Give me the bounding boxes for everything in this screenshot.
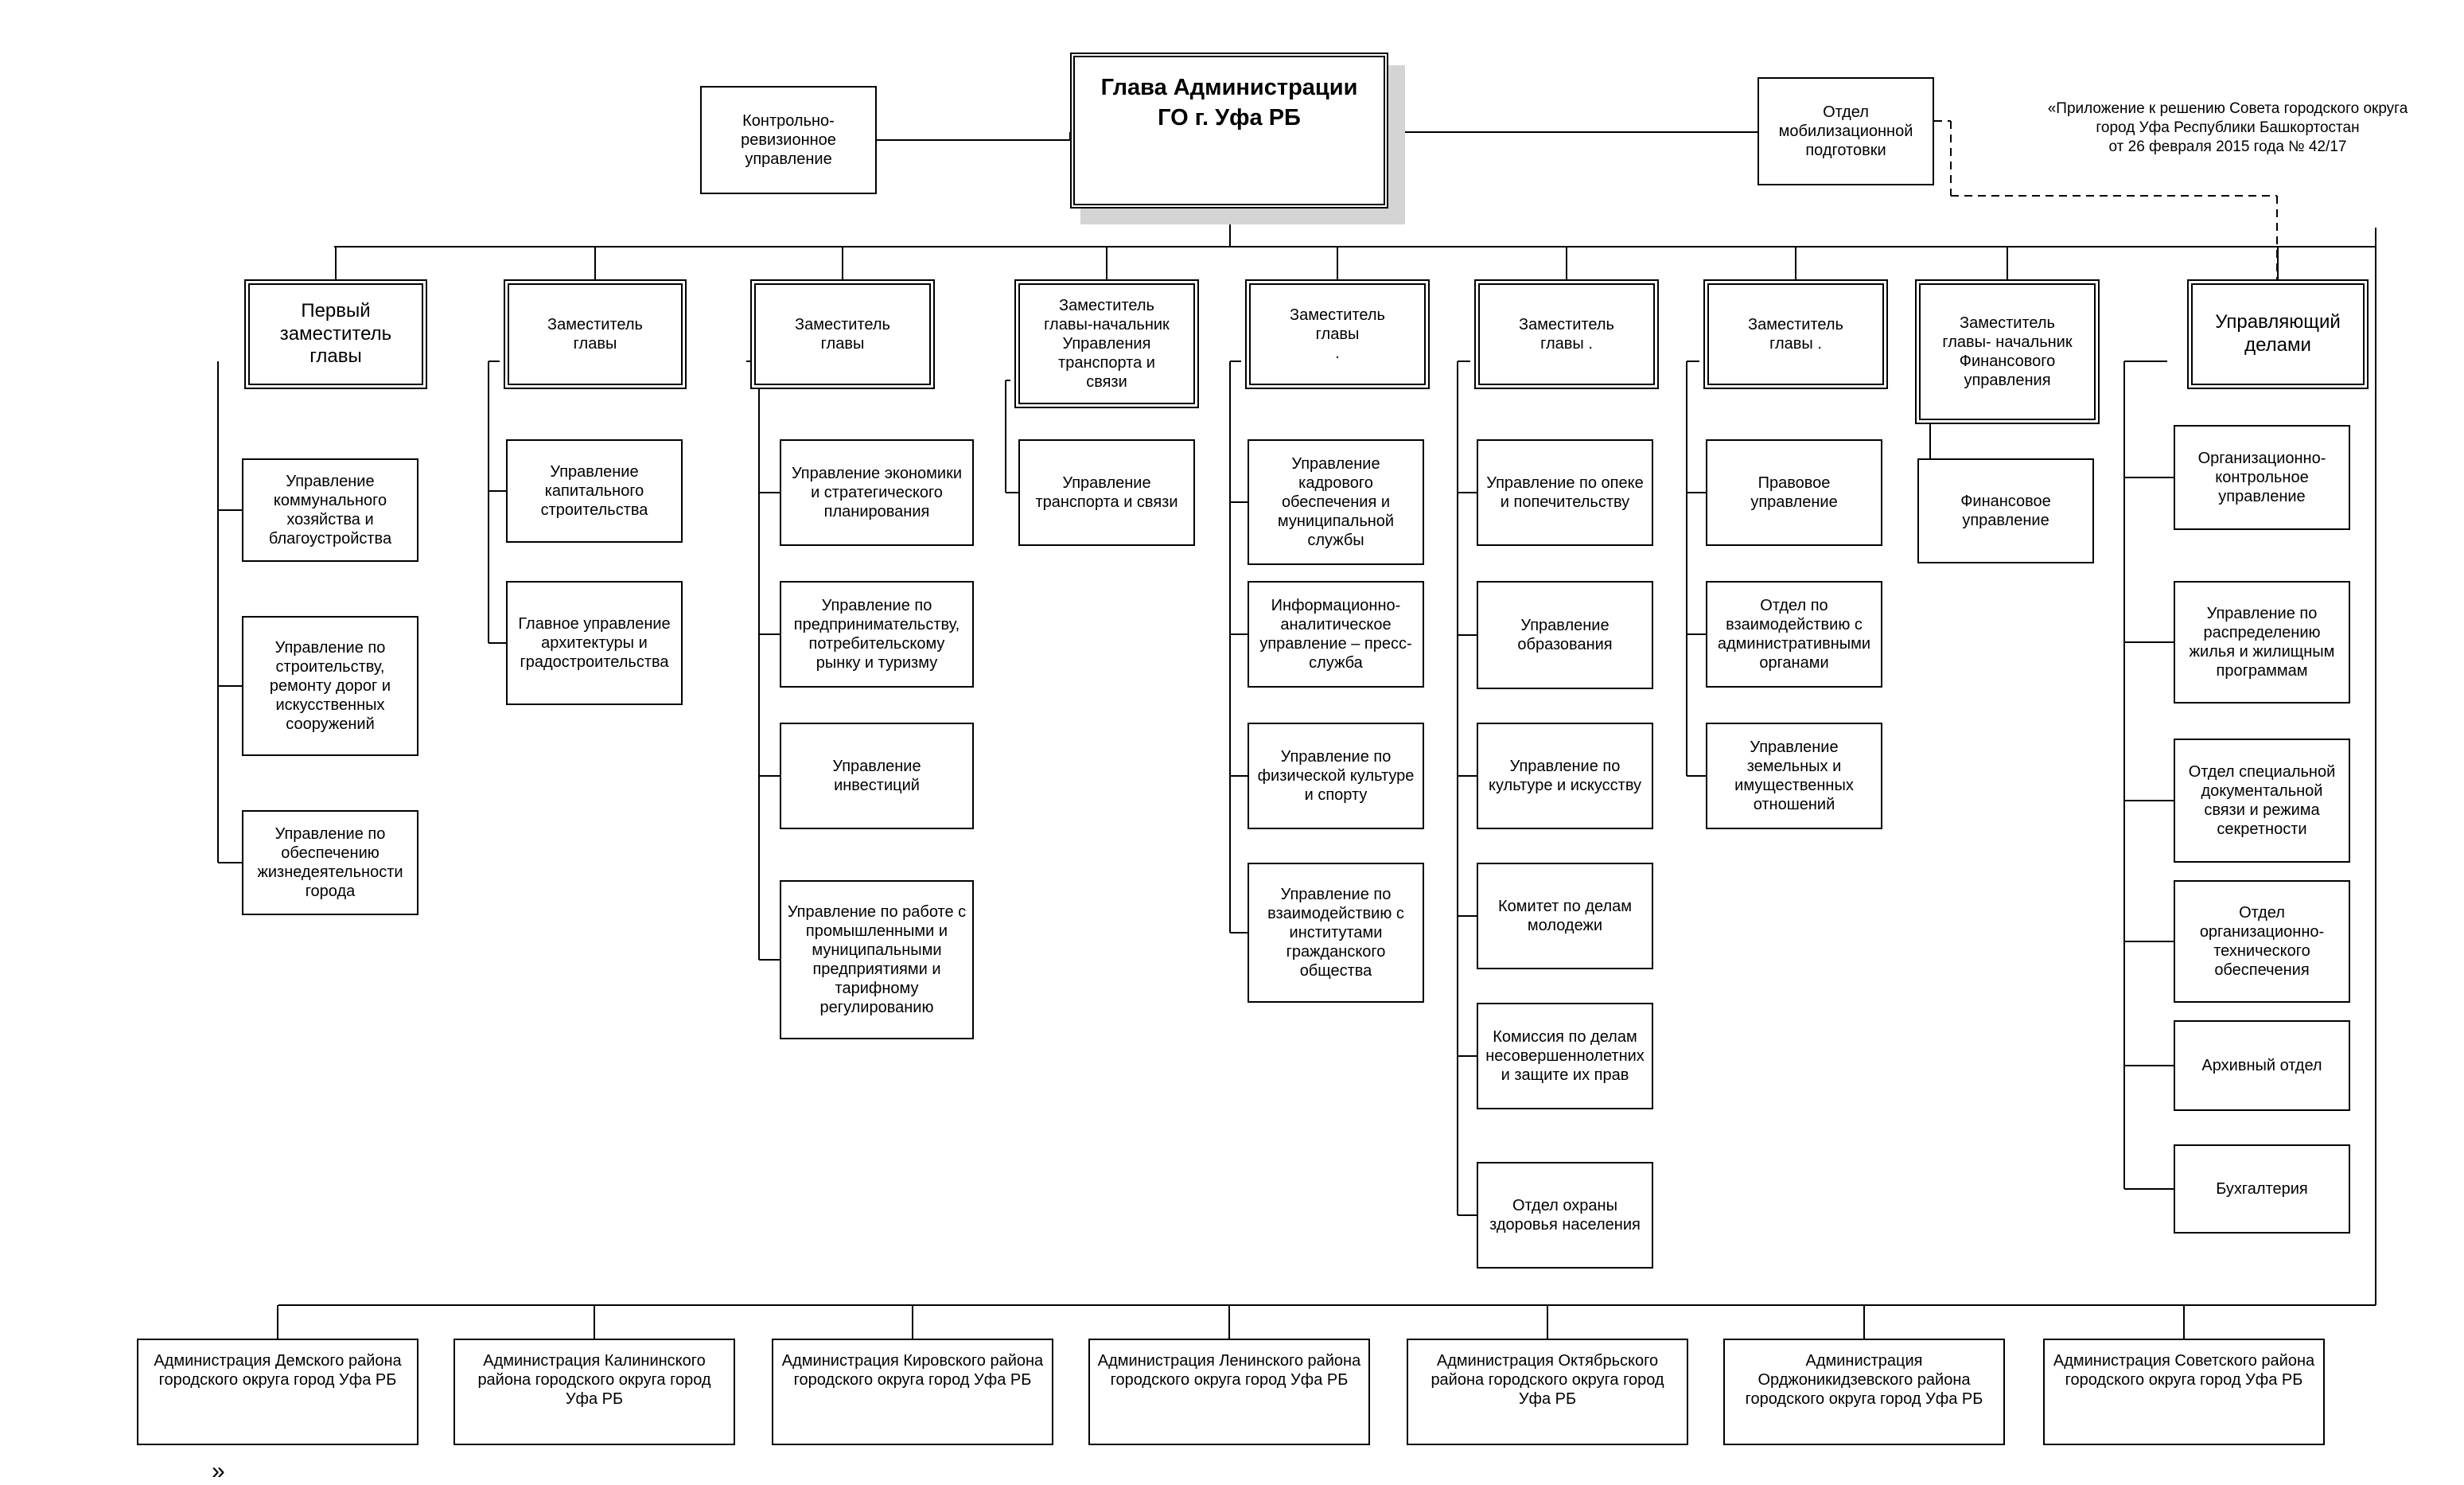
deputy-box: Заместитель главы . [1707,283,1884,385]
deputy-box: Заместитель главы . [1478,283,1655,385]
unit-box: Информационно- аналитическое управление … [1248,581,1424,688]
unit-box: Отдел охраны здоровья населения [1477,1162,1653,1269]
unit-box: Комиссия по делам несовершеннолетних и з… [1477,1003,1653,1109]
deputy-box: Заместитель главы-начальник Управления т… [1018,283,1195,404]
unit-box: Управление по строительству, ремонту дор… [242,616,418,756]
deputy-box: Управляющий делами [2191,283,2365,385]
unit-box: Бухгалтерия [2174,1144,2350,1234]
unit-box: Управление образования [1477,581,1653,689]
unit-box: Комитет по делам молодежи [1477,863,1653,969]
unit-box: Архивный отдел [2174,1020,2350,1111]
district-administration-box: Администрация Кировского района городско… [772,1339,1053,1445]
deputy-box: Заместитель главы [754,283,931,385]
unit-box: Управление по обеспечению жизнедеятельно… [242,810,418,915]
unit-box: Управление по распределению жилья и жили… [2174,581,2350,704]
district-administration-box: Администрация Советского района городско… [2043,1339,2325,1445]
unit-box: Управление по культуре и искусству [1477,723,1653,829]
unit-box: Управление по предпринимательству, потре… [780,581,974,688]
unit-box: Управление земельных и имущественных отн… [1706,723,1882,829]
district-administration-box: Администрация Орджоникидзевского района … [1723,1339,2005,1445]
closing-quote: » [212,1458,225,1484]
appendix-note: «Приложение к решению Совета городского … [2047,100,2408,155]
head-of-administration-box: Глава Администрации ГО г. Уфа РБ [1070,53,1388,209]
unit-box: Управление по взаимодействию с института… [1248,863,1424,1003]
deputy-box: Заместитель главы [508,283,683,385]
district-administration-box: Администрация Калининского района городс… [453,1339,735,1445]
unit-box: Финансовое управление [1917,458,2094,563]
unit-box: Управление капитального строительства [506,439,683,543]
unit-box: Отдел специальной документальной связи и… [2174,739,2350,863]
unit-box: Управление инвестиций [780,723,974,829]
unit-box: Отдел организационно- технического обесп… [2174,880,2350,1003]
unit-box: Правовое управление [1706,439,1882,546]
unit-box: Главное управление архитектуры и градост… [506,581,683,705]
unit-box: Управление по физической культуре и спор… [1248,723,1424,829]
control-audit-department-box: Контрольно- ревизионное управление [700,86,877,194]
deputy-box: Заместитель главы- начальник Финансового… [1919,283,2096,420]
unit-box: Управление экономики и стратегического п… [780,439,974,546]
deputy-box: Первый заместитель главы [248,283,423,385]
district-administration-box: Администрация Ленинского района городско… [1088,1339,1370,1445]
unit-box: Управление по работе с промышленными и м… [780,880,974,1039]
unit-box: Управление транспорта и связи [1018,439,1195,546]
unit-box: Отдел по взаимодействию с административн… [1706,581,1882,688]
district-administration-box: Администрация Октябрьского района городс… [1407,1339,1688,1445]
unit-box: Организационно- контрольное управление [2174,425,2350,530]
mobilization-department-box: Отдел мобилизационной подготовки [1757,77,1934,185]
district-administration-box: Администрация Демского района городского… [137,1339,418,1445]
unit-box: Управление по опеке и попечительству [1477,439,1653,546]
unit-box: Управление коммунального хозяйства и бла… [242,458,418,562]
unit-box: Управление кадрового обеспечения и муниц… [1248,439,1424,565]
deputy-box: Заместитель главы . [1249,283,1426,385]
